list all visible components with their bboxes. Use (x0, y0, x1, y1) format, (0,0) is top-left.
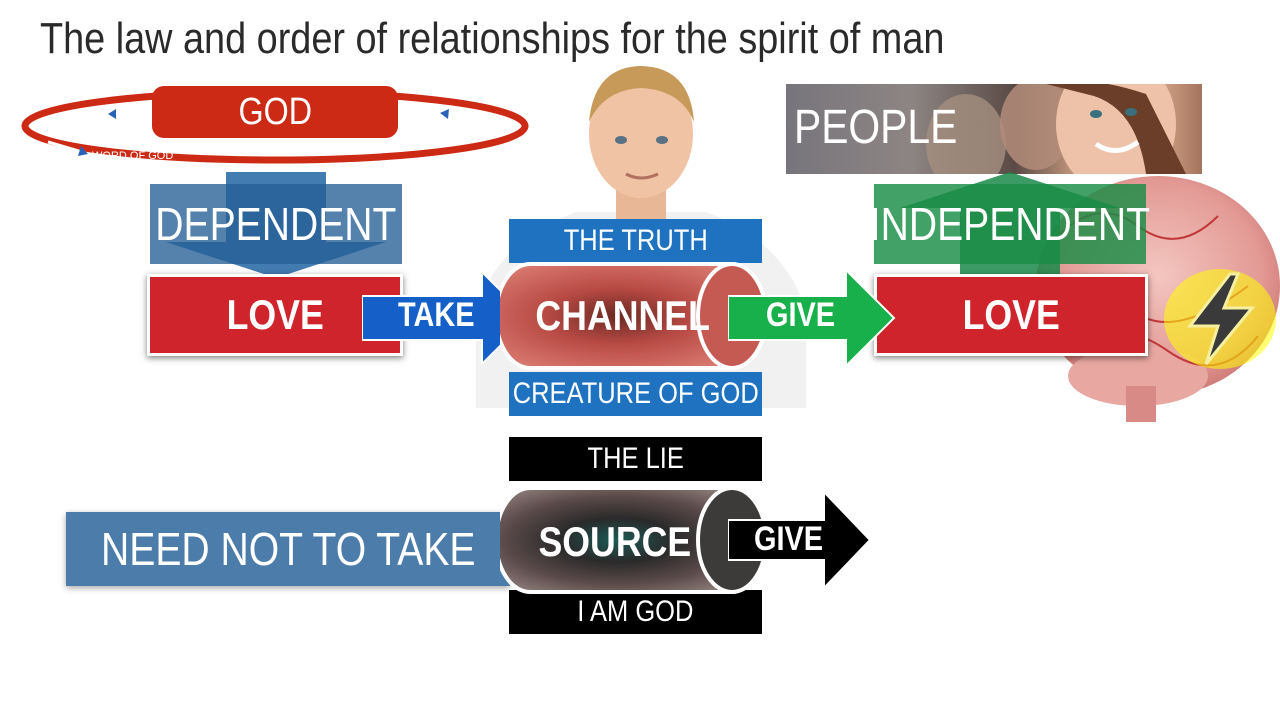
god-box: GOD (152, 86, 398, 138)
need-not-to-take-box: NEED NOT TO TAKE (66, 512, 510, 586)
ring-arrow-love (108, 109, 148, 119)
ring-label-love: LOVE (80, 108, 110, 120)
ring-arrow-word (47, 140, 88, 156)
truth-band: THE TRUTH (509, 219, 762, 263)
i-am-god-band: I AM GOD (509, 590, 762, 634)
love-left-box: LOVE (147, 274, 403, 356)
give-top-arrow-icon (728, 268, 896, 368)
creature-band: CREATURE OF GOD (509, 372, 762, 416)
give-bottom-arrow-icon (728, 490, 872, 590)
lightning-icon (1164, 269, 1276, 369)
page-title: The law and order of relationships for t… (40, 14, 945, 63)
people-label: PEOPLE (794, 101, 958, 154)
people-photo-banner (786, 84, 1202, 174)
ring-arrow-fruit (440, 109, 479, 120)
dependent-box: DEPENDENT (150, 184, 402, 264)
channel-label: CHANNEL (535, 292, 710, 339)
channel-pipe (500, 262, 768, 370)
lie-band: THE LIE (509, 437, 762, 481)
ring-label-fruit: FRUIT (406, 104, 439, 116)
source-label: SOURCE (538, 518, 692, 565)
give-bottom-label: GIVE (754, 520, 824, 558)
take-label: TAKE (398, 296, 475, 334)
ring-label-word-of-god: WORD OF GOD (92, 150, 174, 162)
give-top-label: GIVE (766, 296, 836, 334)
love-right-box: LOVE (874, 274, 1148, 356)
independent-box: INDEPENDENT (870, 184, 1150, 264)
